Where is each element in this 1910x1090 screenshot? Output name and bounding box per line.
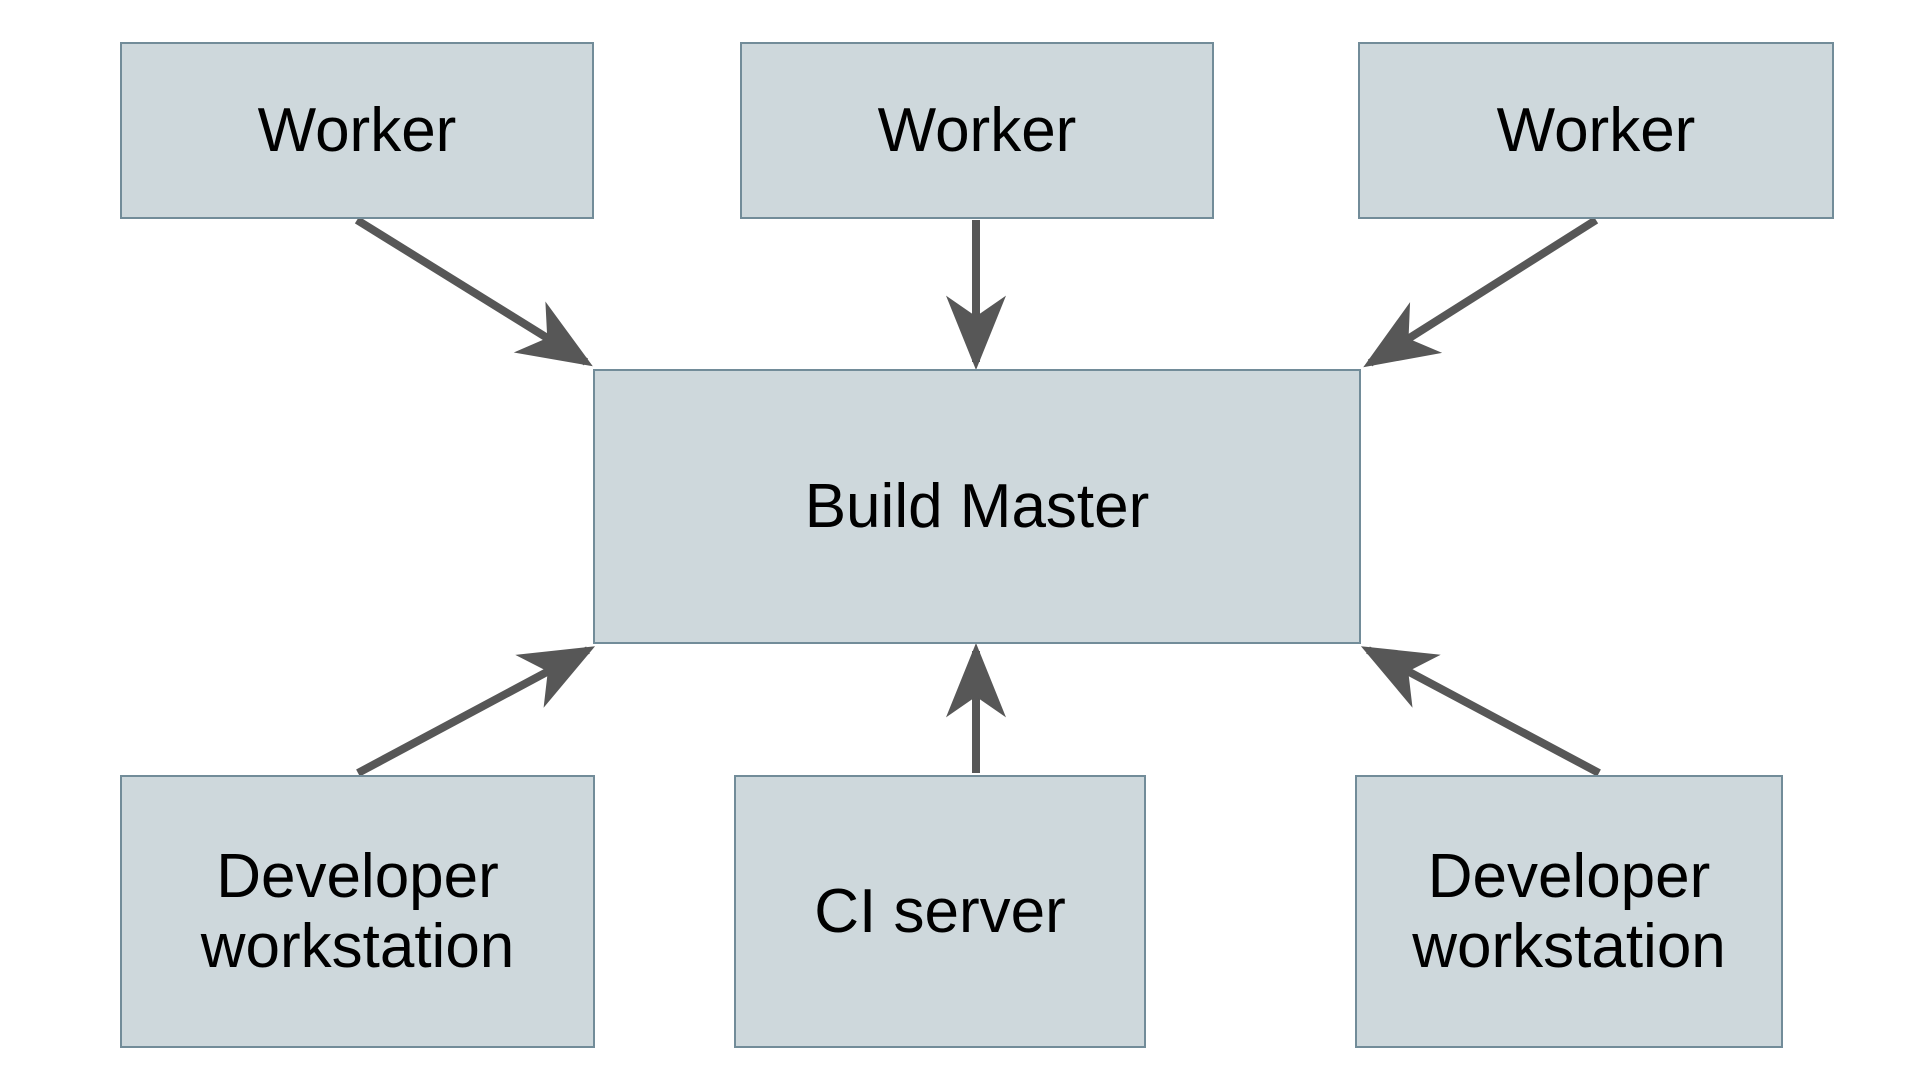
node-worker-1-label: Worker: [257, 95, 457, 165]
node-ci-server-label: CI server: [814, 876, 1066, 946]
node-ci-server[interactable]: CI server: [734, 775, 1146, 1048]
node-worker-3-label: Worker: [1496, 95, 1696, 165]
node-build-master[interactable]: Build Master: [593, 369, 1361, 644]
edge-worker-3-to-master: [1363, 216, 1599, 368]
node-developer-workstation-left[interactable]: Developer workstation: [120, 775, 595, 1048]
node-developer-workstation-left-label: Developer workstation: [200, 842, 515, 981]
node-worker-2[interactable]: Worker: [740, 42, 1214, 219]
node-worker-3[interactable]: Worker: [1358, 42, 1834, 219]
edge-dev-right-to-master: [1360, 646, 1601, 777]
node-worker-1[interactable]: Worker: [120, 42, 594, 219]
node-developer-workstation-right[interactable]: Developer workstation: [1355, 775, 1783, 1048]
node-build-master-label: Build Master: [804, 471, 1150, 541]
node-developer-workstation-right-label: Developer workstation: [1412, 842, 1726, 981]
edge-worker-1-to-master: [354, 216, 593, 367]
node-worker-2-label: Worker: [877, 95, 1077, 165]
edge-dev-left-to-master: [356, 646, 596, 777]
